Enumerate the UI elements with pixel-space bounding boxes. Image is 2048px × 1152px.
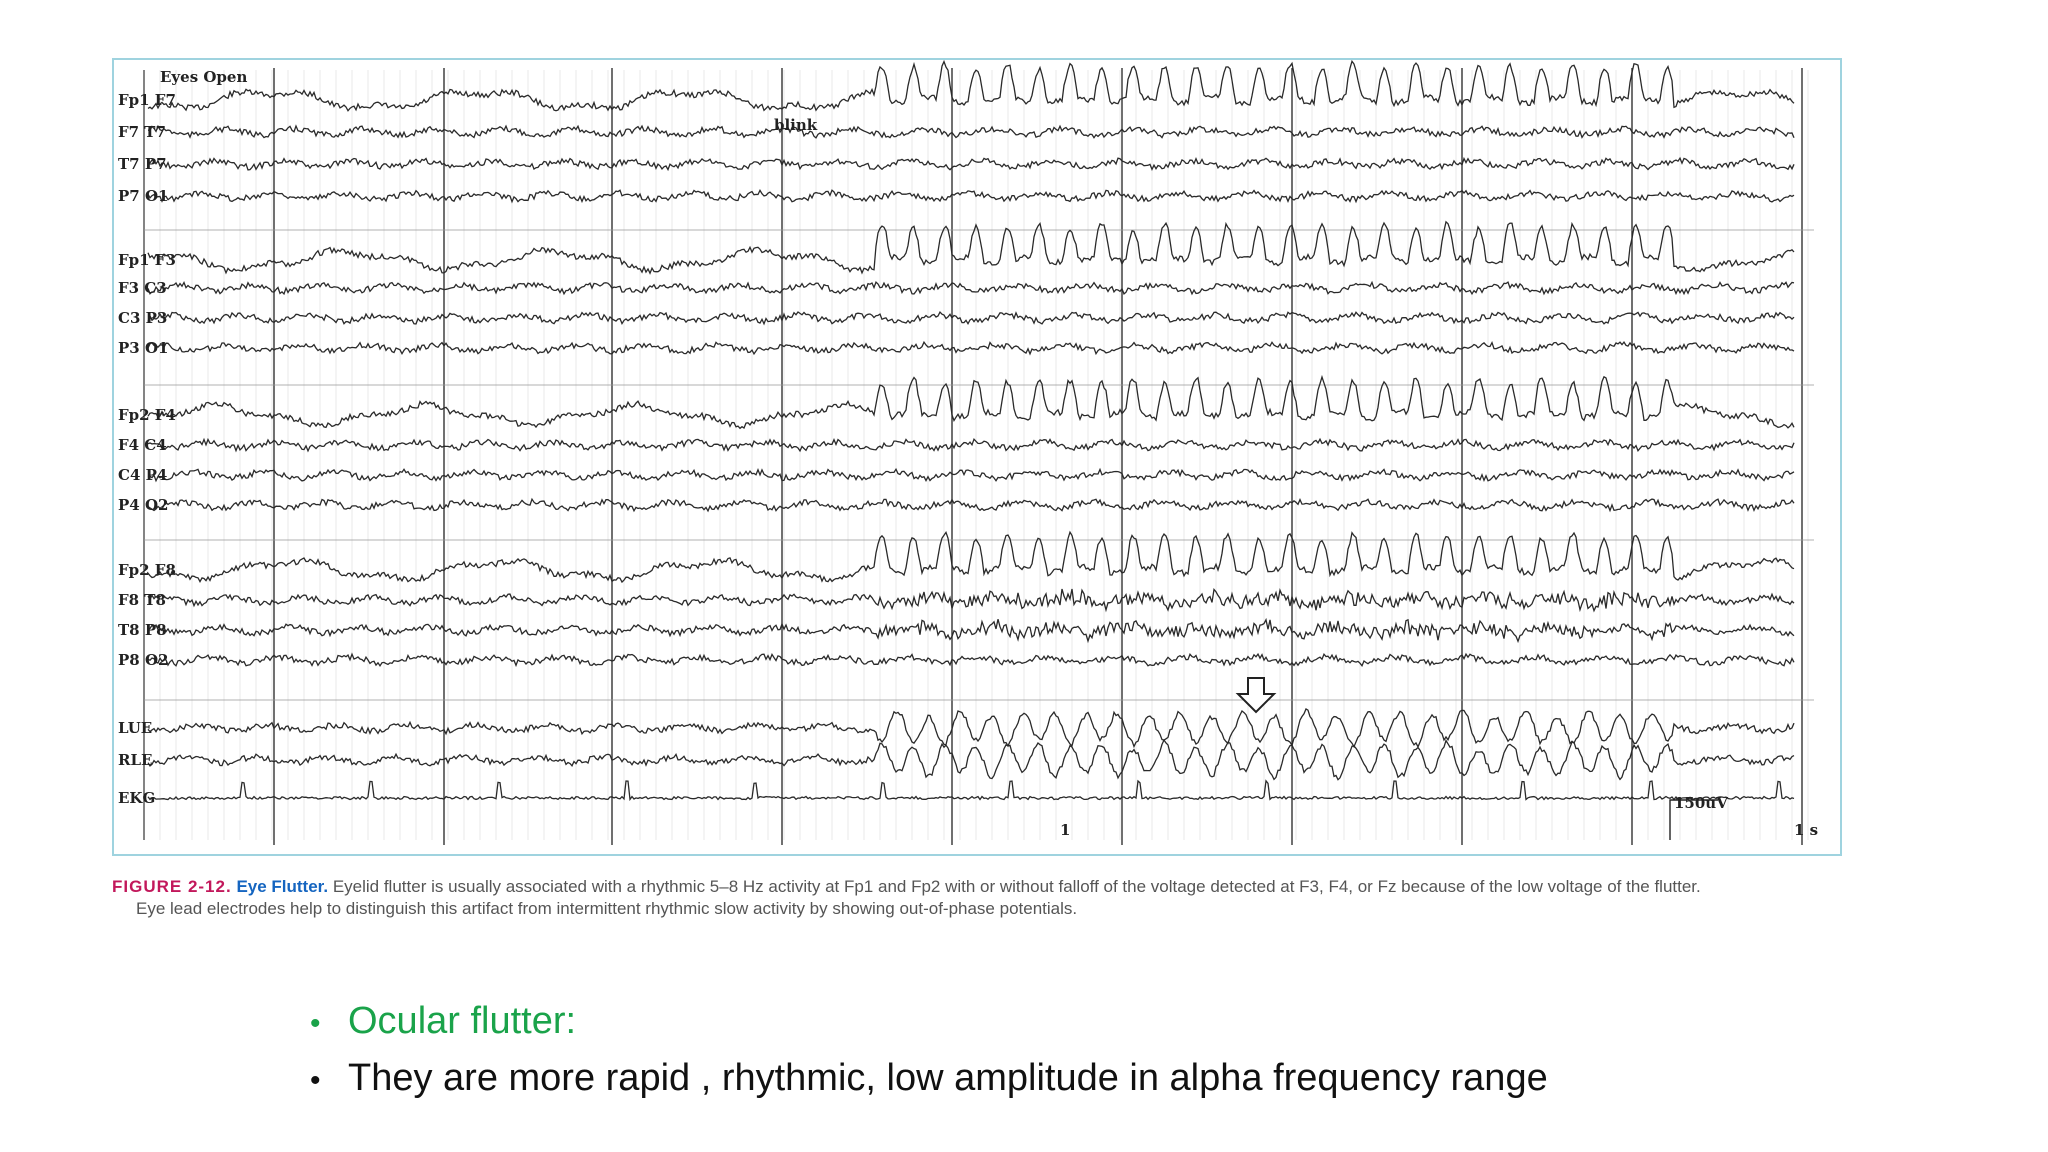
lead-label: P7 O1 [118,187,168,205]
bullet-item: • Ocular flutter: [310,1000,1810,1043]
lead-label: Fp1 F7 [118,91,176,109]
lead-label: C3 P3 [118,309,167,327]
eeg-figure: Fp1 F7 F7 T7 T7 P7 P7 O1 Fp1 F3 F3 C3 C3 P3 P3 … [112,58,1842,856]
eeg-trace [147,779,1795,802]
eeg-trace [147,374,1795,430]
scale-time: 1 s [1794,821,1818,839]
eeg-trace [147,437,1795,453]
lead-label: Fp2 F4 [118,406,176,424]
eeg-trace [147,467,1795,483]
lead-label: P4 O2 [118,496,168,514]
lead-label: Fp2 F8 [118,561,176,579]
lead-label: T7 P7 [118,155,167,173]
figure-title: Eye Flutter. [236,877,329,896]
time-marker: 1 [1060,821,1070,839]
figure-caption-text: Eyelid flutter is usually associated wit… [332,877,1701,896]
blink-annotation: blink [774,116,818,134]
lead-label: T8 P8 [118,621,167,639]
lead-label: F3 C3 [118,279,167,297]
lead-label: LUE [118,719,152,737]
down-arrow-icon [1235,677,1277,714]
bullet-icon: • [310,1064,321,1097]
eeg-trace [147,220,1795,275]
bullet-item: • They are more rapid , rhythmic, low am… [310,1057,1810,1100]
eeg-trace [147,280,1795,296]
eeg-trace [147,708,1795,749]
lead-label: P3 O1 [118,339,168,357]
lead-label: C4 P4 [118,466,167,484]
lead-label: F7 T7 [118,123,166,141]
figure-number: FIGURE 2-12. [112,877,232,896]
eeg-trace [147,340,1795,356]
bullet-description: They are more rapid , rhythmic, low ampl… [348,1057,1548,1099]
lead-label: P8 O2 [118,651,168,669]
eeg-trace [147,617,1795,644]
lead-label: F4 C4 [118,436,167,454]
eeg-trace [147,738,1795,781]
bullet-icon: • [310,1007,321,1040]
eeg-trace [147,587,1795,613]
eeg-trace [147,189,1795,204]
eeg-trace [147,124,1795,139]
scale-voltage: 150uV [1674,794,1728,812]
lead-label: RLE [118,751,152,769]
scale-bar [1669,799,1718,840]
eeg-trace [147,156,1795,172]
eeg-tracing: Fp1 F7 F7 T7 T7 P7 P7 O1 Fp1 F3 F3 C3 C3 P3 P3 … [118,60,1818,845]
figure-caption-text-2: Eye lead electrodes help to distinguish … [136,899,1078,918]
eyes-open-annotation: Eyes Open [160,68,247,86]
eeg-trace [147,530,1795,584]
bullet-heading: Ocular flutter: [348,1000,577,1042]
eeg-trace [147,652,1795,668]
lead-label: Fp1 F3 [118,251,176,269]
eeg-trace [147,497,1795,513]
lead-label: F8 T8 [118,591,166,609]
lead-label: EKG [118,789,155,807]
eeg-trace [147,60,1795,112]
slide-bullets: • Ocular flutter: • They are more rapid … [310,1000,1810,1114]
figure-caption: FIGURE 2-12. Eye Flutter. Eyelid flutter… [112,876,1992,920]
eeg-trace [147,310,1795,326]
